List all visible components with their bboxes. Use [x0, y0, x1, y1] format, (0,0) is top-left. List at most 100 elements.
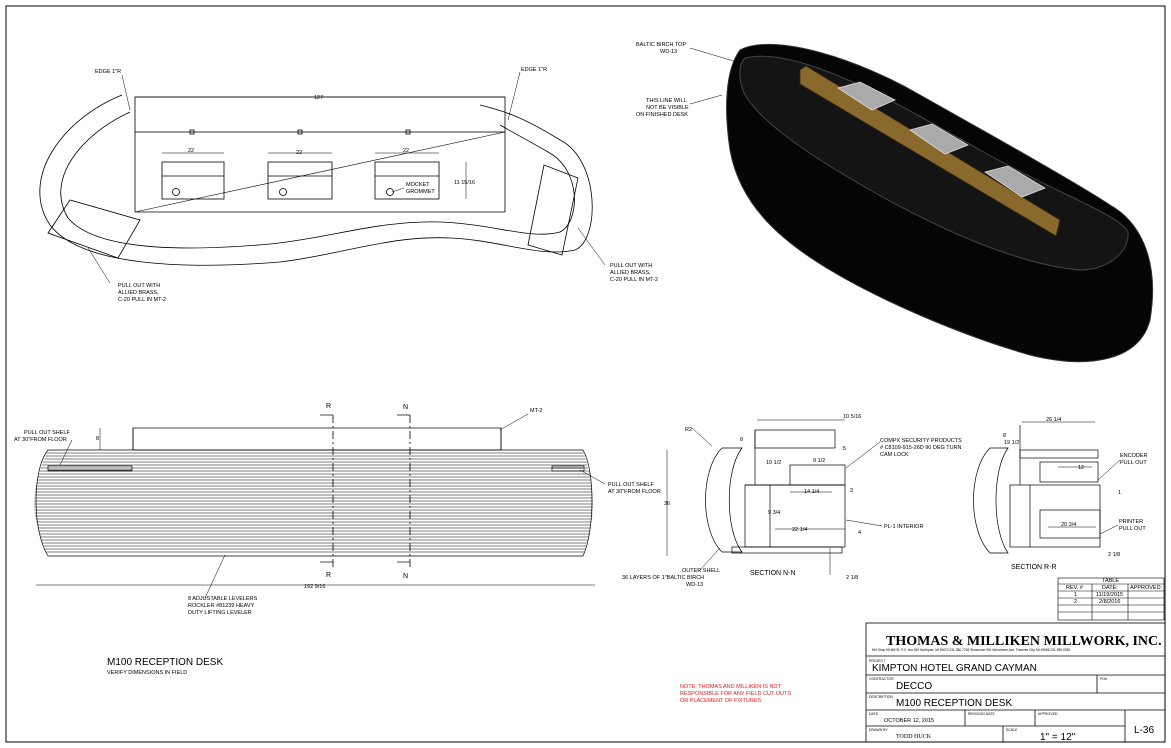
rev-row-2-date: 2/8/2016: [1099, 599, 1120, 605]
rr-dim-20-3-4: 20 3/4: [1061, 522, 1076, 528]
nn-pl1: PL-1 INTERIOR: [884, 524, 923, 530]
pullout-right-2: ALLIED BRASS,: [610, 270, 651, 276]
plan-outer-outline: [39, 94, 593, 266]
plan-diagonal: [134, 131, 506, 213]
section-nn-labels: SECTION N-N R2 8 10 5/16 COMPX SECURITY …: [622, 414, 962, 588]
dim-8: 8: [96, 436, 99, 442]
iso-top-note-1: BALTIC BIRCH TOP: [636, 42, 686, 48]
grommet-3: [386, 188, 394, 196]
nn-shell-1: OUTER SHELL: [682, 568, 720, 574]
drawn-label: DRAWN BY: [869, 728, 888, 732]
grommet-label-2: GROMMET: [406, 189, 435, 195]
red-note-1: NOTE: THOMAS AND MILLIKEN IS NOT: [680, 684, 782, 690]
edge-left-label: EDGE 1"R: [95, 69, 121, 75]
shelf-right-2: AT 30"FROM FLOOR: [608, 489, 661, 495]
rr-dim-1: 1: [1118, 490, 1121, 496]
drawer-2: [267, 161, 333, 200]
iso-view: [689, 43, 1154, 363]
pullout-panel-right: [527, 164, 579, 256]
nn-drawer: [789, 464, 846, 486]
plan-labels: EDGE 1"R EDGE 1"R 127 22 22 22 11 15/16 …: [95, 67, 658, 303]
dim-drawer-3: 22: [403, 148, 409, 154]
nn-dim-5: 5: [843, 446, 846, 452]
shelf-left-2: AT 30"FROM FLOOR: [14, 437, 67, 443]
red-note-2: RESPONSIBLE FOR ANY FIELD CUT OUTS: [680, 691, 791, 697]
rr-top: [1019, 449, 1099, 459]
nn-dim-4: 4: [858, 530, 861, 536]
cut-n-bottom: N: [403, 573, 408, 580]
rr-dim-19-1-2: 19 1/2: [1004, 440, 1019, 446]
red-note-3: OR PLACEMENT OF FIXTURES: [680, 698, 762, 704]
nn-shell-3: WD-13: [686, 582, 703, 588]
nn-dim-3: 3: [850, 488, 853, 494]
levelers-2: ROCKLER #81239 HEAVY: [188, 603, 255, 609]
pullout-left-3: C-20 PULL IN MT-2: [118, 297, 166, 303]
elevation-labels: R N R N MT-2 PULL OUT SHELF AT 30"FROM F…: [14, 403, 670, 616]
nn-compx-3: CAM LOCK: [880, 452, 909, 458]
desk-title: M100 RECEPTION DESK: [107, 657, 223, 668]
plan-view: [39, 71, 606, 284]
dim-drawer-2: 22: [296, 150, 302, 156]
sheet-border: [5, 5, 1166, 743]
plan-top-panel: [134, 96, 506, 133]
verify-note: VERIFY DIMENSIONS IN FIELD: [107, 670, 187, 676]
dim-overall: 192 9/16: [304, 584, 325, 590]
nn-dim-10-5-16: 10 5/16: [843, 414, 861, 420]
nn-dim-14-1-4: 14 1/4: [804, 489, 819, 495]
rr-dim-8: 8: [1003, 433, 1006, 439]
front-elevation: [35, 413, 668, 599]
po-label: PO#: [1100, 677, 1107, 681]
rr-printer-drawer: [1039, 509, 1101, 539]
drawn-by: TODD HUCK: [896, 734, 932, 740]
nn-dim-9-3-4: 9 3/4: [768, 510, 780, 516]
project-label: PROJECT: [869, 659, 886, 663]
revision-table: [1057, 577, 1165, 621]
scale-value: 1" = 12": [1040, 732, 1076, 743]
iso-line-note-1: THIS LINE WILL: [646, 98, 687, 104]
grommet-label-1: MOCKET: [406, 182, 430, 188]
section-rr-drawing: [973, 421, 1121, 554]
edge-right-label: EDGE 1"R: [521, 67, 547, 73]
rr-dim-26-1-4: 26 1/4: [1046, 417, 1061, 423]
elevation-body-outline: [35, 449, 593, 557]
pullout-right-3: C-20 PULL IN MT-2: [610, 277, 658, 283]
company-name: THOMAS & MILLIKEN MILLWORK, INC.: [886, 634, 1162, 649]
sheet-number: L-36: [1134, 725, 1154, 736]
rr-printer-2: PULL OUT: [1119, 526, 1146, 532]
pullout-panel-left: [47, 199, 141, 259]
dim-36: 36: [664, 501, 670, 507]
title-block: [865, 622, 1166, 743]
pullout-left-2: ALLIED BRASS,: [118, 290, 159, 296]
nn-dim-10-1-2: 10 1/2: [766, 460, 781, 466]
cut-r-bottom: R: [326, 572, 331, 579]
rev-header-1: REV. #: [1066, 585, 1084, 591]
nn-r2: R2: [685, 427, 692, 433]
rev-header-2: DATE:: [1102, 585, 1118, 591]
levelers-1: 8 ADJUSTABLE LEVELERS: [188, 596, 258, 602]
iso-baltic-strip: [799, 65, 1061, 237]
rr-printer-1: PRINTER: [1119, 519, 1143, 525]
nn-compx-2: # C8109-915-26D 90 DEG TURN: [880, 445, 962, 451]
section-nn-drawing: [691, 419, 883, 575]
drawer-3: [374, 161, 440, 200]
nn-dim-22-1-4: 22 1/4: [792, 527, 807, 533]
description: M100 RECEPTION DESK: [896, 698, 1012, 709]
cut-n-top: N: [403, 404, 408, 411]
rev-header-3: APPROVED:: [1130, 585, 1163, 591]
section-rr-labels: SECTION R-R 26 1/4 19 1/2 8 ENCODER PULL…: [1003, 417, 1148, 571]
dim-drawer-1: 22: [188, 148, 194, 154]
contractor-label: CONTRACTOR: [869, 677, 894, 681]
company-address: MH Shop 95 Mill St. P.O. box 567 Northpo…: [872, 648, 1070, 652]
nn-base: [731, 546, 843, 554]
notes: M100 RECEPTION DESK VERIFY DIMENSIONS IN…: [107, 657, 791, 704]
project-name: KIMPTON HOTEL GRAND CAYMAN: [872, 663, 1037, 674]
levelers-3: DUTY LIFTING LEVELER: [188, 610, 252, 616]
rr-encoder-2: PULL OUT: [1120, 460, 1147, 466]
rr-encoder-drawer: [1039, 461, 1099, 483]
elevation-top-panel: [132, 427, 502, 451]
iso-openings: [837, 81, 1046, 198]
title-block-text: THOMAS & MILLIKEN MILLWORK, INC. MH Shop…: [869, 634, 1162, 743]
iso-line-note-3: ON FINISHED DESK: [636, 112, 688, 118]
iso-line-note-2: NOT BE VISIBLE: [646, 105, 689, 111]
